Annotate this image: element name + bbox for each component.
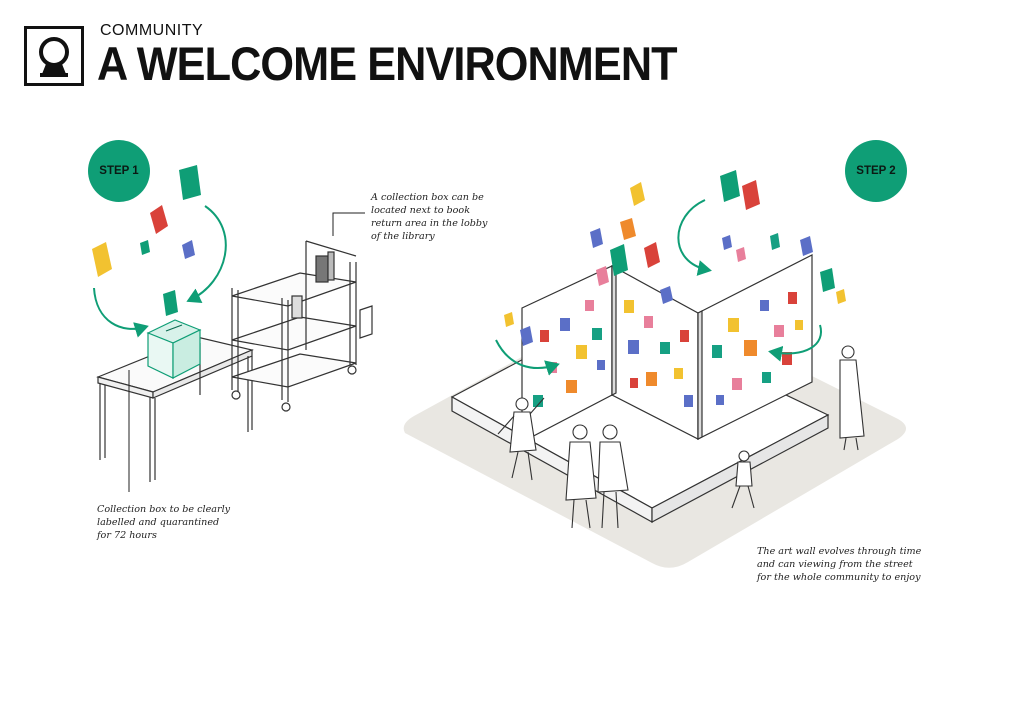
book-cart <box>231 240 373 412</box>
page-title: A WELCOME ENVIRONMENT <box>97 37 678 90</box>
person-child <box>731 450 755 509</box>
step-1-badge: STEP 1 <box>88 140 150 202</box>
people <box>497 345 865 529</box>
step2-arrows <box>495 199 823 376</box>
person-woman-1 <box>565 424 597 529</box>
leader-line-top <box>332 212 365 236</box>
step2-floating-cards <box>504 170 846 346</box>
step1-cards <box>92 165 201 316</box>
annotation-art-wall: The art wall evolves through time and ca… <box>757 546 922 583</box>
step1-arrows <box>93 205 227 338</box>
person-right <box>839 345 865 451</box>
art-wall-cards <box>533 292 803 407</box>
person-woman-2 <box>597 424 629 529</box>
step-2-badge: STEP 2 <box>845 140 907 202</box>
annotation-collection-box-location: A collection box can be located next to … <box>371 192 488 242</box>
person-left <box>497 397 545 481</box>
community-logo-icon <box>24 26 84 86</box>
collection-box <box>146 319 202 379</box>
section-kicker: COMMUNITY <box>100 22 204 39</box>
annotation-collection-box-label: Collection box to be clearly labelled an… <box>97 504 231 541</box>
